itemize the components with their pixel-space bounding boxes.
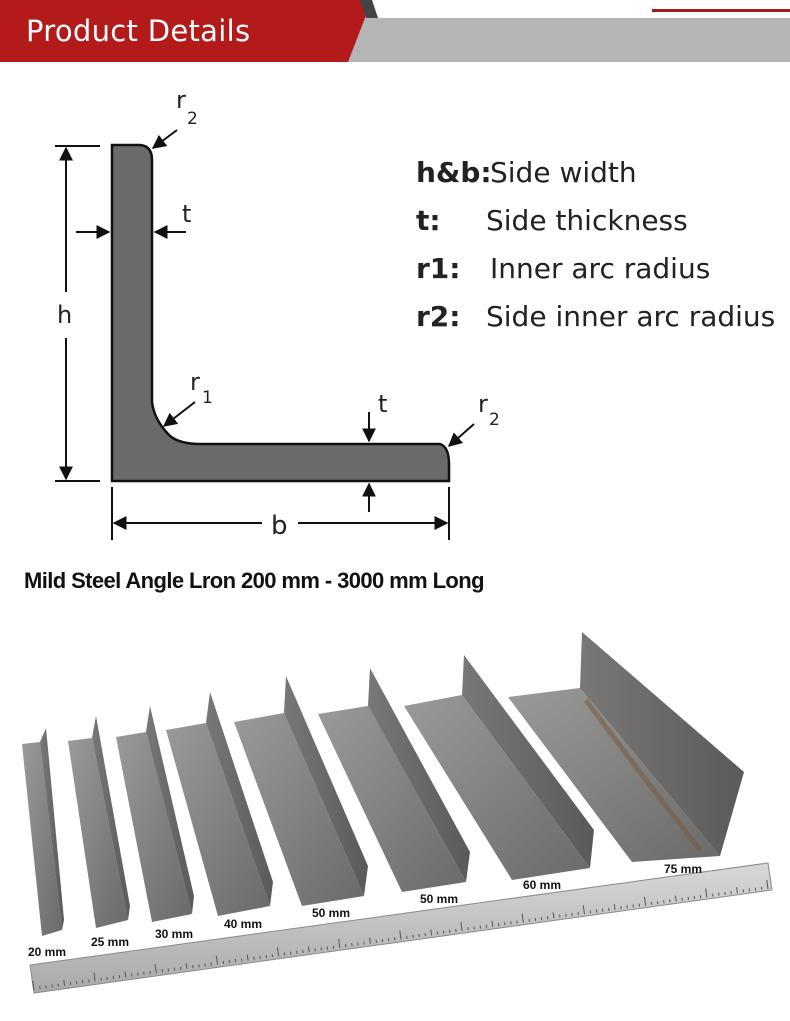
size-label: 30 mm — [155, 927, 193, 941]
ruler-tick — [643, 896, 647, 906]
ruler-tick — [736, 887, 738, 894]
size-label: 75 mm — [664, 862, 702, 876]
ruler-tick — [124, 971, 127, 978]
angle-profile-shape — [110, 143, 451, 483]
header-red-band — [0, 0, 372, 62]
header-gray-band — [325, 18, 790, 62]
ruler-tick — [430, 929, 433, 936]
angle-iron-50mm-a — [234, 676, 368, 906]
header-shape — [0, 0, 790, 62]
header-banner: Product Details — [0, 0, 790, 62]
leader-r2-top — [151, 129, 178, 149]
size-label: 20 mm — [28, 945, 66, 959]
legend-desc: Inner arc radius — [490, 252, 711, 285]
ruler-tick — [185, 962, 188, 970]
ruler-tick — [215, 955, 218, 965]
label-r2-top-sub: 2 — [187, 109, 198, 129]
dimension-b — [111, 487, 450, 540]
header-title: Product Details — [26, 14, 251, 48]
steel-angles-photo: 20 mm 25 mm 30 mm 40 mm 50 mm 50 mm 60 m… — [22, 632, 773, 994]
label-r1-sub: 1 — [202, 388, 213, 408]
ruler-tick — [521, 913, 524, 923]
size-label: 25 mm — [91, 935, 129, 949]
ruler-tick — [246, 954, 249, 961]
leader-r1 — [162, 401, 196, 427]
legend-desc: Side thickness — [486, 204, 688, 237]
ruler-tick — [766, 879, 769, 890]
ruler-tick — [93, 972, 96, 982]
legend-key: r2: — [416, 300, 461, 333]
ruler-tick — [460, 922, 463, 932]
ruler-tick — [399, 930, 402, 940]
ruler-tick — [674, 895, 677, 902]
ruler-tick — [552, 912, 555, 919]
angle-iron-40mm — [166, 692, 273, 916]
ruler-tick — [276, 947, 280, 957]
angle-iron-50mm-b — [318, 668, 470, 892]
label-r2-top: r — [176, 86, 186, 114]
label-r1: r — [190, 368, 200, 396]
ruler-tick — [369, 937, 371, 944]
header-accent-line — [652, 9, 790, 12]
angle-iron-75mm — [508, 632, 744, 862]
angle-iron-60mm — [404, 655, 594, 880]
label-t-horizontal: t — [378, 390, 387, 418]
size-label: 50 mm — [312, 906, 350, 920]
ruler-tick — [307, 946, 310, 953]
legend-key: t: — [416, 204, 441, 237]
size-label: 50 mm — [420, 892, 458, 906]
angle-profile-diagram: h t t b r 2 r 1 r 2 — [55, 86, 500, 541]
legend-desc: Side width — [490, 156, 637, 189]
label-b: b — [271, 511, 288, 541]
label-r2-end: r — [478, 390, 488, 418]
angle-iron-30mm — [116, 706, 194, 922]
angle-iron-25mm — [68, 716, 130, 928]
dimension-h — [55, 145, 100, 482]
leader-r2-end — [447, 423, 475, 447]
label-r2-end-sub: 2 — [489, 410, 500, 430]
ruler-tick — [154, 964, 157, 974]
ruler-tick — [32, 980, 35, 991]
legend-key: r1: — [416, 252, 461, 285]
size-label: 40 mm — [224, 917, 262, 931]
ruler-tick — [491, 920, 494, 927]
ruler-tick — [63, 979, 66, 986]
angle-iron-20mm — [22, 728, 64, 936]
legend-key: h&b: — [416, 156, 492, 189]
ruler-tick — [705, 888, 708, 898]
ruler-tick — [338, 938, 341, 948]
ruler-tick — [582, 905, 585, 915]
label-h: h — [57, 301, 72, 329]
size-label: 60 mm — [523, 878, 561, 892]
label-t-vertical: t — [182, 200, 191, 228]
steel-ruler — [29, 862, 773, 994]
legend-desc: Side inner arc radius — [486, 300, 776, 333]
ruler-tick — [613, 903, 616, 911]
product-caption: Mild Steel Angle Lron 200 mm - 3000 mm L… — [24, 568, 485, 593]
